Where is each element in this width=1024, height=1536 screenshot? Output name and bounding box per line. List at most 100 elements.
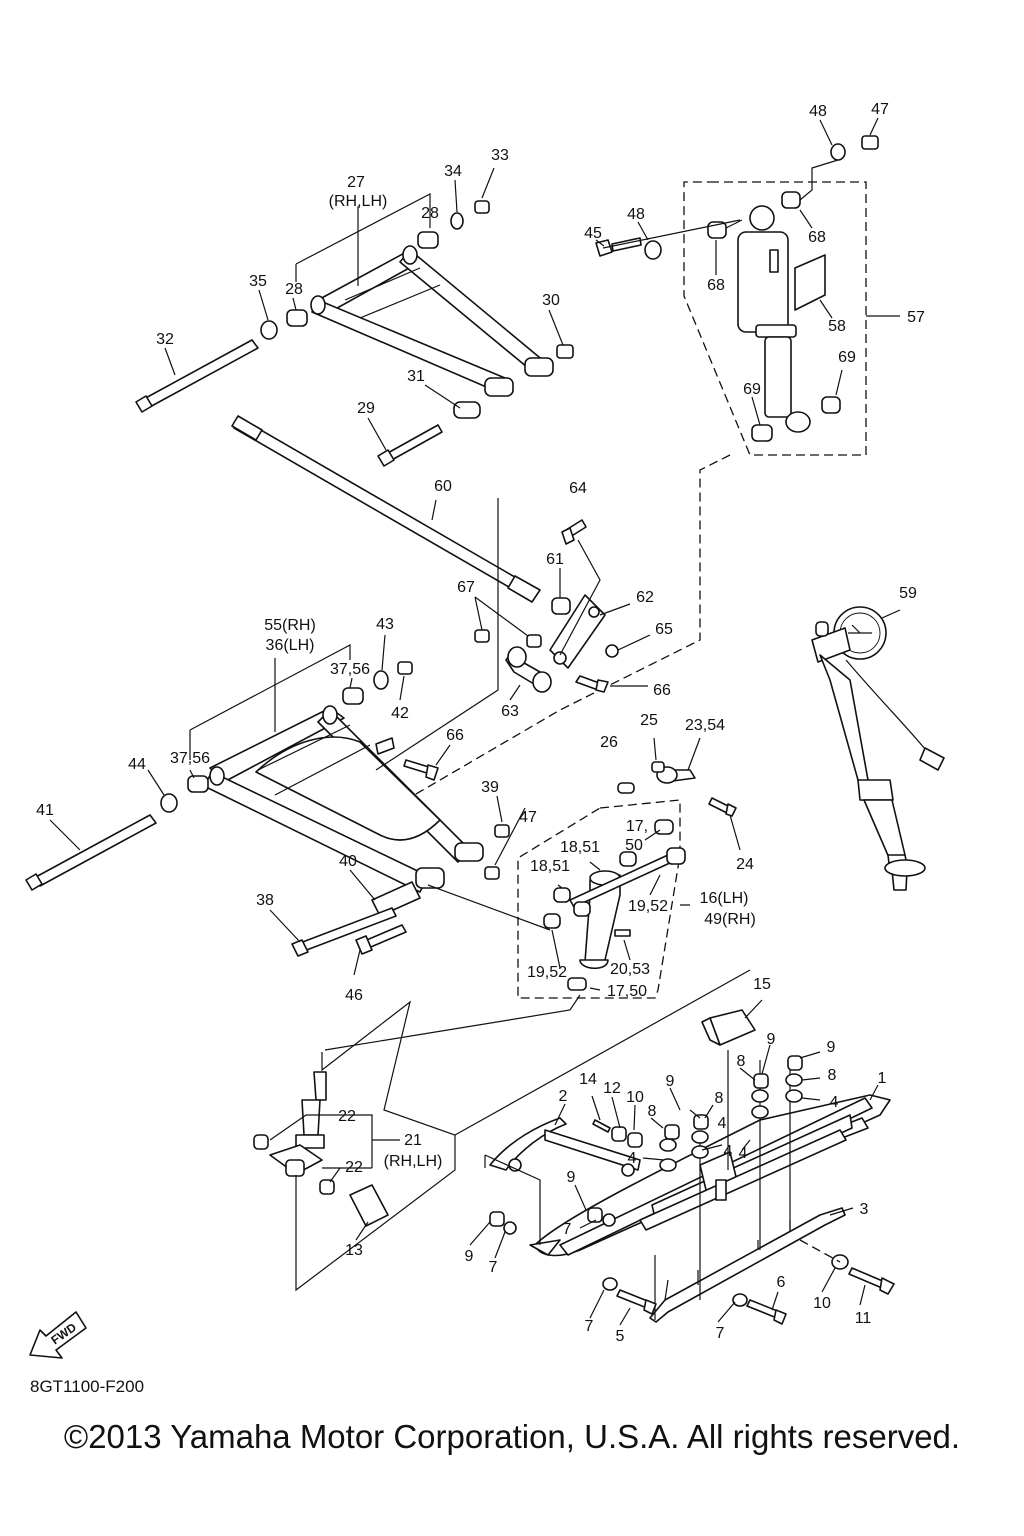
callout-8d: 8: [648, 1103, 657, 1120]
callout-26: 26: [600, 734, 618, 751]
callout-7c: 7: [585, 1318, 594, 1335]
callout-38: 38: [256, 892, 274, 909]
callout-32: 32: [156, 331, 174, 348]
steering-column: [231, 415, 541, 603]
upper-arm-hardware: [135, 200, 574, 467]
callout-10a: 10: [626, 1089, 644, 1106]
callout-5: 5: [616, 1328, 625, 1345]
callout-22a: 22: [338, 1108, 356, 1125]
callout-9c: 9: [666, 1073, 675, 1090]
callout-69a: 69: [838, 349, 856, 366]
fwd-arrow-icon: FWD: [29, 1311, 87, 1359]
callout-67: 67: [457, 579, 475, 596]
callout-9a: 9: [827, 1039, 836, 1056]
callout-49: 49(RH): [704, 911, 756, 928]
link-assembly: [474, 519, 651, 701]
diagram-reference-code: 8GT1100-F200: [30, 1377, 145, 1396]
callout-58: 58: [828, 318, 846, 335]
callout-31: 31: [407, 368, 425, 385]
callout-9e: 9: [465, 1248, 474, 1265]
callout-9b: 9: [767, 1031, 776, 1048]
callout-45: 45: [584, 225, 602, 242]
callout-66b: 66: [446, 727, 464, 744]
callout-2: 2: [559, 1088, 568, 1105]
lower-a-arm: [203, 705, 484, 893]
callout-30: 30: [542, 292, 560, 309]
copyright-notice: ©2013 Yamaha Motor Corporation, U.S.A. A…: [63, 1418, 961, 1455]
callout-15: 15: [753, 976, 771, 993]
upper-arm-leaders: [164, 167, 564, 451]
callout-41: 41: [36, 802, 54, 819]
callout-35: 35: [249, 273, 267, 290]
callout-18b: 18,51: [530, 858, 570, 875]
callout-63: 63: [501, 703, 519, 720]
lower-arm-hardware: [25, 661, 510, 957]
callout-36: 36(LH): [266, 637, 315, 654]
callout-27: 27: [347, 174, 365, 191]
callout-42: 42: [391, 705, 409, 722]
callout-64: 64: [569, 480, 587, 497]
callout-4c: 4: [628, 1150, 637, 1167]
callout-17a: 17,: [626, 818, 648, 835]
spindle-assembly: [517, 737, 741, 999]
callout-68a: 68: [707, 277, 725, 294]
callout-3: 3: [860, 1201, 869, 1218]
callout-69b: 69: [743, 381, 761, 398]
damper-gauge: [811, 606, 945, 891]
callout-68b: 68: [808, 229, 826, 246]
lower-spindle: [253, 969, 751, 1292]
callout-40: 40: [339, 853, 357, 870]
callout-23: 23,54: [685, 717, 725, 734]
callout-66a: 66: [653, 682, 671, 699]
callout-25: 25: [640, 712, 658, 729]
callout-14: 14: [579, 1071, 597, 1088]
callout-28b: 28: [285, 281, 303, 298]
callout-19a: 19,52: [628, 898, 668, 915]
callout-6: 6: [777, 1274, 786, 1291]
callout-9d: 9: [567, 1169, 576, 1186]
callout-1: 1: [878, 1070, 887, 1087]
callout-24: 24: [736, 856, 754, 873]
callout-16: 16(LH): [700, 890, 749, 907]
callout-10b: 10: [813, 1295, 831, 1312]
callout-8c: 8: [715, 1090, 724, 1107]
callout-48a: 48: [809, 103, 827, 120]
callout-27-sub: (RH,LH): [329, 193, 388, 210]
callout-65: 65: [655, 621, 673, 638]
callout-62: 62: [636, 589, 654, 606]
callout-18a: 18,51: [560, 839, 600, 856]
callout-60: 60: [434, 478, 452, 495]
callout-33: 33: [491, 147, 509, 164]
callout-43: 43: [376, 616, 394, 633]
ski-hardware: [489, 1055, 895, 1325]
callout-48b: 48: [627, 206, 645, 223]
callout-39: 39: [481, 779, 499, 796]
callout-7b: 7: [489, 1259, 498, 1276]
callout-28a: 28: [421, 205, 439, 222]
callout-17b: 17,50: [607, 983, 647, 1000]
shock-absorber: [595, 135, 900, 456]
ski-leaders: [469, 999, 879, 1326]
callout-22b: 22: [345, 1159, 363, 1176]
callout-34: 34: [444, 163, 462, 180]
callout-37a: 37,56: [330, 661, 370, 678]
callout-21: 21: [404, 1132, 422, 1149]
callout-46: 46: [345, 987, 363, 1004]
callout-47b: 47: [519, 809, 537, 826]
callout-55: 55(RH): [264, 617, 316, 634]
callout-8b: 8: [737, 1053, 746, 1070]
callout-7d: 7: [716, 1325, 725, 1342]
callout-47a: 47: [871, 101, 889, 118]
callout-19b: 19,52: [527, 964, 567, 981]
callout-13: 13: [345, 1242, 363, 1259]
callout-61: 61: [546, 551, 564, 568]
callout-50a: 50: [625, 837, 643, 854]
callout-37b: 37,56: [170, 750, 210, 767]
callout-11: 11: [855, 1310, 872, 1327]
callout-59: 59: [899, 585, 917, 602]
callout-57: 57: [907, 309, 925, 326]
callout-29: 29: [357, 400, 375, 417]
lower-arm-leaders: [49, 498, 551, 976]
